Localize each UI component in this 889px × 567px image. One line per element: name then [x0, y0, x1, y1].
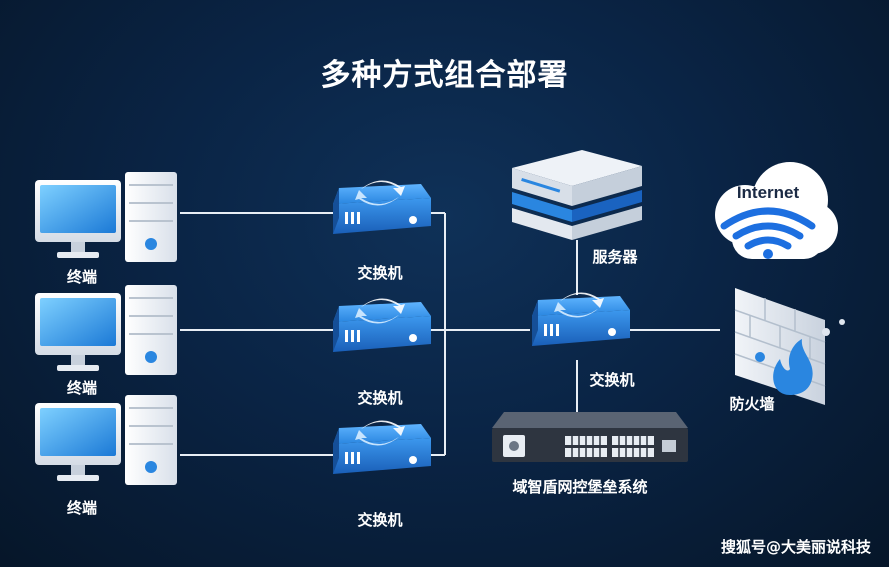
internet-cloud-icon: Internet: [715, 162, 838, 259]
internet-label: Internet: [737, 183, 800, 202]
terminal-label: 终端: [66, 499, 97, 517]
switch-label: 交换机: [357, 511, 403, 529]
watermark: 搜狐号@大美丽说科技: [720, 538, 871, 556]
switch-icon: [333, 180, 431, 234]
bastion-label: 域智盾网控堡垒系统: [512, 478, 648, 496]
terminal-icon: [35, 285, 177, 375]
terminal-label: 终端: [66, 268, 97, 286]
terminal-label: 终端: [66, 379, 97, 397]
switch-icon: [532, 292, 630, 346]
switch-label: 交换机: [357, 264, 403, 282]
switch-label: 交换机: [589, 371, 635, 389]
switch-icon: [333, 298, 431, 352]
switch-label: 交换机: [357, 389, 403, 407]
server-icon: [512, 150, 642, 240]
terminal-icon: [35, 395, 177, 485]
bastion-appliance-icon: [492, 412, 688, 462]
firewall-label: 防火墙: [729, 395, 775, 413]
terminal-icon: [35, 172, 177, 262]
switch-icon: [333, 420, 431, 474]
connection-lines: [180, 212, 720, 456]
page-title: 多种方式组合部署: [320, 58, 569, 93]
firewall-icon: [734, 288, 845, 405]
server-label: 服务器: [592, 248, 638, 266]
